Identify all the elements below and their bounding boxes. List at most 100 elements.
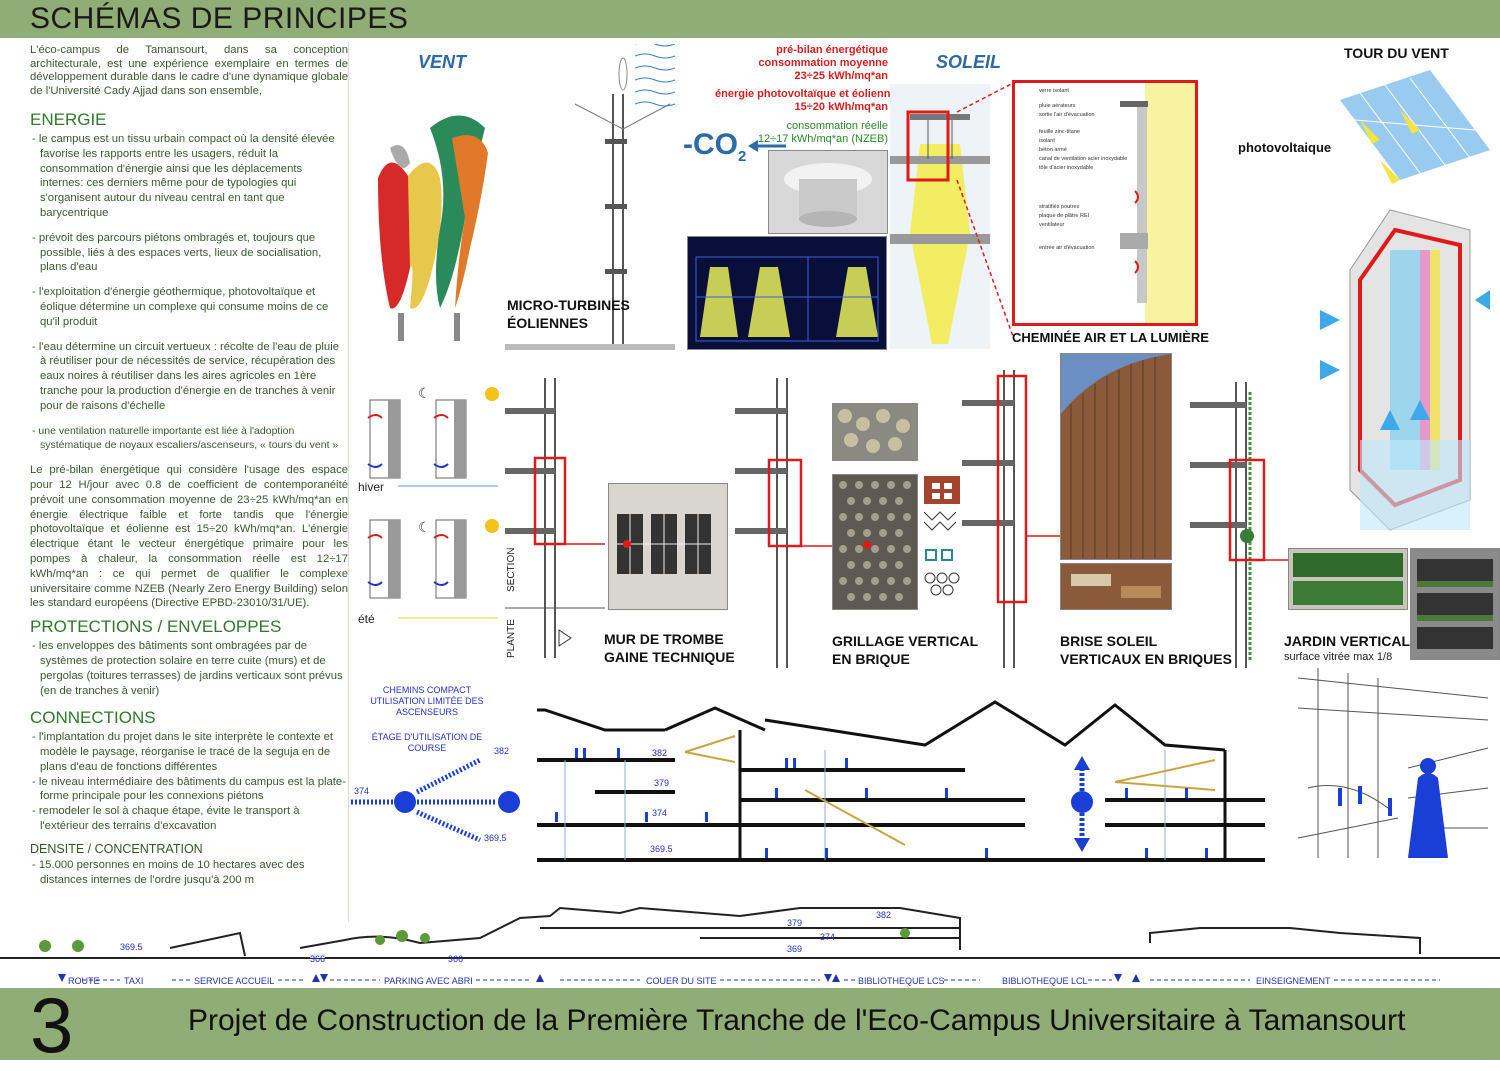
wind-tower-drawing — [1320, 70, 1490, 531]
strip-level: 366 — [448, 954, 464, 964]
trombe-photo — [608, 483, 728, 610]
densite-heading: DENSITE / CONCENTRATION — [30, 841, 203, 856]
light-chimney-render — [687, 236, 887, 350]
strip-markers — [58, 974, 1440, 982]
ete-label: été — [358, 612, 375, 626]
strip-level: 382 — [876, 910, 892, 920]
chimney-detail: verre isolant pluie aérateurs sortie l'a… — [1012, 80, 1198, 326]
energy-paragraph: Le pré-bilan énergétique qui considère l… — [30, 464, 348, 610]
grillage-section — [735, 378, 835, 668]
jardin-sub-label: surface vitrée max 1/8 — [1284, 651, 1393, 663]
page-title: SCHÉMAS DE PRINCIPES — [30, 2, 409, 35]
densite-list: - 15.000 personnes en moins de 10 hectar… — [30, 858, 348, 888]
strip-level: 369 — [787, 944, 803, 954]
co2-label: -CO2 — [683, 128, 747, 165]
brick-types-image — [923, 476, 960, 596]
strip-label: ROUTE — [68, 976, 100, 986]
energy-consumption-text: pré-bilan énergétique consommation moyen… — [758, 44, 888, 82]
strip-level: 374 — [820, 932, 836, 942]
strip-label: BIBLIOTHEQUE LCL — [1002, 976, 1088, 986]
tower-heading: TOUR DU VENT — [1344, 45, 1449, 61]
campus-sketch — [1297, 668, 1489, 858]
plante-label: PLANTE — [506, 619, 517, 658]
photovoltaique-label: photovoltaique — [1238, 140, 1332, 155]
cheminee-label: CHEMINÉE AIR ET LA LUMIÈRE — [1012, 330, 1209, 345]
soleil-heading: SOLEIL — [936, 52, 1002, 72]
jardin-label: JARDIN VERTICAL — [1284, 633, 1411, 649]
vent-heading: VENT — [418, 52, 467, 72]
hiver-label: hiver — [358, 480, 385, 494]
micro-turbine-section — [505, 44, 675, 350]
strip-level: 369.5 — [120, 942, 143, 952]
detail-drawing — [1120, 83, 1195, 323]
svg-text:☾: ☾ — [418, 385, 431, 401]
energy-production-text: énergie photovoltaïque et éolienne 15÷20… — [715, 88, 897, 113]
site-section-strip — [0, 906, 1500, 959]
energie-list: - le campus est un tissu urbain compact … — [30, 132, 348, 453]
brick-pattern-photo — [832, 403, 918, 461]
chimney-section — [890, 84, 990, 349]
level-label: 382 — [494, 746, 510, 756]
circulation-diagram — [351, 757, 520, 843]
footer-title: Projet de Construction de la Première Tr… — [188, 1004, 1406, 1037]
brick-grille-photo — [832, 474, 918, 610]
strip-label: SERVICE ACCUEIL — [194, 976, 275, 986]
strip-level: 379 — [787, 918, 803, 928]
strip-label: TAXI — [124, 976, 144, 986]
page-number: 3 — [30, 981, 74, 1069]
seasonal-diagrams: ☾ ☾ — [367, 385, 499, 619]
building-facade-photo — [1410, 548, 1500, 660]
list-item: - l'implantation du projet dans le site … — [32, 731, 334, 773]
brise-soleil-label: BRISE SOLEIL VERTICAUX EN BRIQUES — [1060, 633, 1232, 667]
strip-level: 366 — [310, 954, 326, 964]
level-label: 382 — [652, 748, 668, 758]
list-item: - l'eau détermine un circuit vertueux : … — [32, 340, 339, 412]
strip-label: BIBLIOTHEQUE LCS — [858, 976, 945, 986]
chemins-text: CHEMINS COMPACT UTILISATION LIMITÉE DES … — [370, 685, 484, 717]
vertical-garden-photo — [1288, 548, 1408, 610]
list-item: - le campus est un tissu urbain compact … — [32, 133, 335, 219]
jardin-section — [1190, 382, 1290, 668]
text-panel: L'éco-campus de Tamansourt, dans sa conc… — [30, 42, 349, 922]
level-label: 374 — [354, 786, 370, 796]
strip-label: EINSEIGNEMENT — [1256, 976, 1331, 986]
level-label: 374 — [652, 808, 668, 818]
energie-heading: ENERGIE — [30, 110, 107, 129]
brick-detail-photo — [1060, 563, 1172, 610]
brise-soleil-photo — [1060, 353, 1172, 560]
list-item: - l'exploitation d'énergie géothermique,… — [32, 286, 329, 328]
section-label: SECTION — [506, 547, 517, 592]
svg-text:☾: ☾ — [418, 519, 431, 535]
list-item: - les enveloppes des bâtiments sont ombr… — [32, 640, 343, 697]
protections-list: - les enveloppes des bâtiments sont ombr… — [30, 639, 348, 698]
detail-labels: verre isolant pluie aérateurs sortie l'a… — [1039, 88, 1128, 251]
protections-heading: PROTECTIONS / ENVELOPPES — [30, 617, 282, 637]
connections-heading: CONNECTIONS — [30, 708, 156, 728]
brise-soleil-section — [962, 370, 1062, 668]
etage-text: ÉTAGE D'UTILISATION DE COURSE — [371, 732, 483, 753]
wind-turbines-image — [370, 108, 500, 343]
list-item: - prévoit des parcours piétons ombragés … — [32, 231, 322, 274]
list-item: - le niveau intermédiaire des bâtiments … — [32, 775, 346, 803]
micro-turbines-label: MICRO-TURBINES ÉOLIENNES — [507, 297, 630, 331]
arrow-left-icon — [748, 140, 786, 152]
strip-label: COUER DU SITE — [646, 976, 717, 986]
mur-trombe-label: MUR DE TROMBE GAINE TECHNIQUE — [604, 631, 735, 665]
header-bar: SCHÉMAS DE PRINCIPES — [0, 0, 1500, 38]
callout-lines — [956, 81, 1016, 343]
level-label: 369.5 — [650, 844, 673, 854]
energy-real-text: consommation réelle 12÷17 kWh/mq*an (NZE… — [757, 120, 888, 145]
list-item: - remodeler le sol à chaque étape, évite… — [32, 805, 300, 833]
strip-label: PARKING AVEC ABRI — [384, 976, 473, 986]
level-label: 369.5 — [484, 833, 507, 843]
trombe-section — [505, 378, 605, 658]
list-item: - 15.000 personnes en moins de 10 hectar… — [32, 858, 305, 886]
building-section — [537, 700, 1265, 862]
grillage-label: GRILLAGE VERTICAL EN BRIQUE — [832, 633, 979, 667]
connections-list: - l'implantation du projet dans le site … — [30, 730, 348, 834]
skylight-photo — [768, 150, 888, 234]
level-label: 379 — [654, 778, 670, 788]
list-item: - une ventilation naturelle importante e… — [32, 424, 339, 452]
footer-bar: 3 Projet de Construction de la Première … — [0, 981, 1500, 1069]
intro-text: L'éco-campus de Tamansourt, dans sa conc… — [30, 44, 348, 97]
